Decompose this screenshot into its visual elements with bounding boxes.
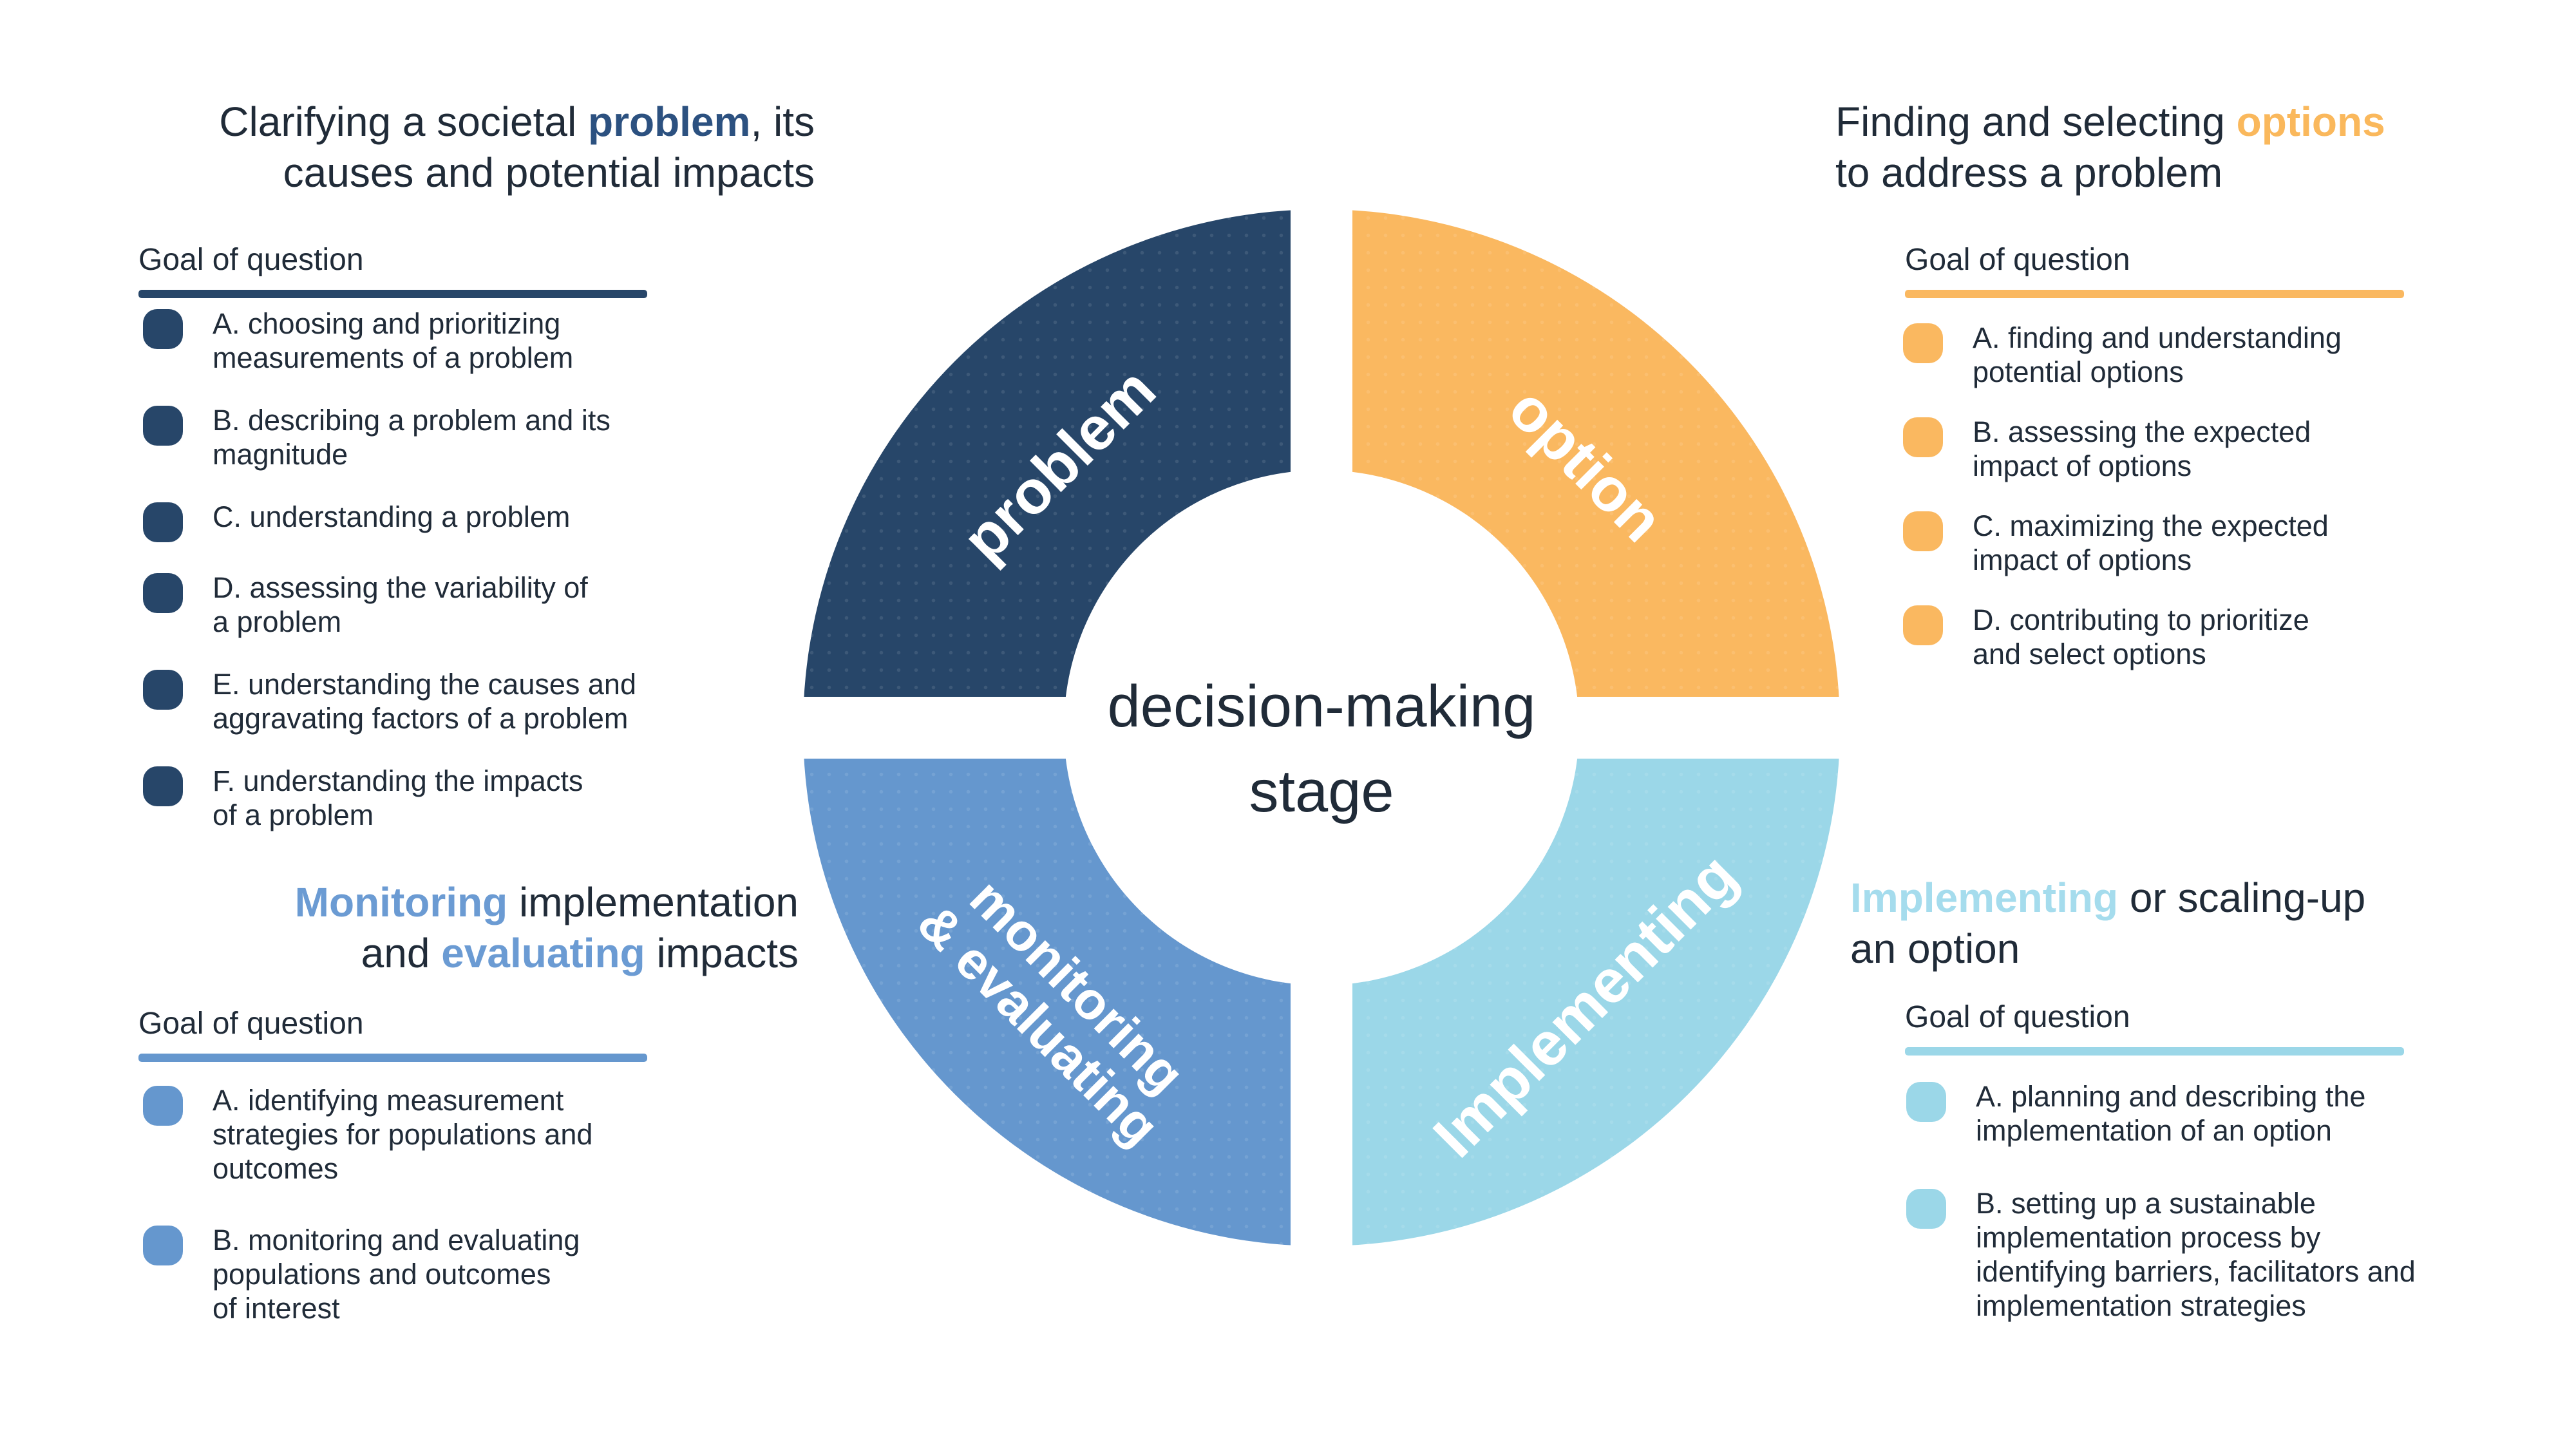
rounded-square-bullet-icon xyxy=(1906,1082,1946,1122)
goal-underline-implementing xyxy=(1905,1047,2404,1056)
heading-line: causes and potential impacts xyxy=(0,147,815,198)
list-item-text: A. choosing and prioritizing measurement… xyxy=(213,307,574,374)
list-item-text: B. assessing the expected impact of opti… xyxy=(1973,415,2311,482)
list-item: A. finding and understanding potential o… xyxy=(1903,321,2475,389)
rounded-square-bullet-icon xyxy=(143,309,183,349)
goal-underline-monitoring xyxy=(138,1054,647,1062)
goal-list-implementing: A. planning and describing the implement… xyxy=(1906,1079,2517,1323)
rounded-square-bullet-icon xyxy=(143,502,183,542)
list-item: A. choosing and prioritizing measurement… xyxy=(143,307,702,375)
heading-text: to address a problem xyxy=(1835,149,2223,196)
rounded-square-bullet-icon xyxy=(143,766,183,806)
list-item-text: D. assessing the variability of a proble… xyxy=(213,571,588,638)
list-item: A. identifying measurement strategies fo… xyxy=(143,1083,702,1186)
donut-center-label: decision-making stage xyxy=(1107,674,1536,824)
heading-text: impacts xyxy=(645,930,799,976)
rounded-square-bullet-icon xyxy=(1906,1189,1946,1229)
heading-line: an option xyxy=(1850,923,2576,974)
heading-line: and evaluating impacts xyxy=(0,928,799,979)
heading-accent-word: problem xyxy=(587,99,751,145)
rounded-square-bullet-icon xyxy=(1903,323,1943,363)
list-item-text: F. understanding the impacts of a proble… xyxy=(213,764,583,831)
heading-text: causes and potential impacts xyxy=(283,149,815,196)
list-item-text: B. describing a problem and its magnitud… xyxy=(213,404,611,471)
heading-line: Finding and selecting options xyxy=(1835,97,2576,147)
list-item-text: C. understanding a problem xyxy=(213,500,571,533)
heading-accent-word: options xyxy=(2236,99,2385,145)
goal-of-question-label-monitoring: Goal of question xyxy=(138,1007,364,1041)
list-item-text: A. finding and understanding potential o… xyxy=(1973,321,2342,388)
list-item-text: A. identifying measurement strategies fo… xyxy=(213,1084,593,1185)
heading-text: or scaling-up xyxy=(2118,875,2366,921)
list-item: A. planning and describing the implement… xyxy=(1906,1079,2517,1148)
rounded-square-bullet-icon xyxy=(143,573,183,613)
list-item-text: B. setting up a sustainable implementati… xyxy=(1976,1187,2416,1322)
heading-accent-word: Monitoring xyxy=(294,879,508,925)
list-item: E. understanding the causes and aggravat… xyxy=(143,667,702,735)
heading-text: an option xyxy=(1850,925,2020,972)
rounded-square-bullet-icon xyxy=(1903,605,1943,645)
list-item: B. assessing the expected impact of opti… xyxy=(1903,415,2475,483)
goal-of-question-label-problem: Goal of question xyxy=(138,243,364,277)
list-item: D. contributing to prioritize and select… xyxy=(1903,603,2475,671)
goal-list-option: A. finding and understanding potential o… xyxy=(1903,321,2475,671)
heading-accent-word: Implementing xyxy=(1850,875,2119,921)
heading-text: and xyxy=(361,930,442,976)
heading-line: to address a problem xyxy=(1835,147,2576,198)
list-item: C. understanding a problem xyxy=(143,500,702,542)
goal-of-question-label-option: Goal of question xyxy=(1905,243,2130,277)
heading-text: , its xyxy=(750,99,815,145)
rounded-square-bullet-icon xyxy=(1903,511,1943,551)
list-item: B. describing a problem and its magnitud… xyxy=(143,403,702,471)
list-item: B. monitoring and evaluating populations… xyxy=(143,1223,702,1325)
heading-text: Clarifying a societal xyxy=(219,99,588,145)
heading-accent-word: evaluating xyxy=(441,930,645,976)
heading-line: Clarifying a societal problem, its xyxy=(0,97,815,147)
heading-text: implementation xyxy=(507,879,799,925)
goal-list-monitoring: A. identifying measurement strategies fo… xyxy=(143,1083,702,1325)
list-item-text: D. contributing to prioritize and select… xyxy=(1973,603,2309,670)
goal-underline-option xyxy=(1905,290,2404,298)
rounded-square-bullet-icon xyxy=(143,1086,183,1126)
rounded-square-bullet-icon xyxy=(143,1226,183,1265)
donut-hole xyxy=(1064,470,1579,985)
list-item: C. maximizing the expected impact of opt… xyxy=(1903,509,2475,577)
goal-list-problem: A. choosing and prioritizing measurement… xyxy=(143,307,702,832)
list-item: F. understanding the impacts of a proble… xyxy=(143,764,702,832)
rounded-square-bullet-icon xyxy=(1903,417,1943,457)
list-item: B. setting up a sustainable implementati… xyxy=(1906,1186,2517,1323)
rounded-square-bullet-icon xyxy=(143,670,183,710)
list-item-text: C. maximizing the expected impact of opt… xyxy=(1973,509,2329,576)
goal-underline-problem xyxy=(138,290,647,298)
goal-of-question-label-implementing: Goal of question xyxy=(1905,1000,2130,1034)
list-item-text: E. understanding the causes and aggravat… xyxy=(213,668,636,735)
heading-line: Monitoring implementation xyxy=(0,877,799,928)
list-item-text: B. monitoring and evaluating populations… xyxy=(213,1224,580,1325)
rounded-square-bullet-icon xyxy=(143,406,183,446)
heading-text: Finding and selecting xyxy=(1835,99,2237,145)
heading-line: Implementing or scaling-up xyxy=(1850,873,2576,923)
list-item: D. assessing the variability of a proble… xyxy=(143,571,702,639)
list-item-text: A. planning and describing the implement… xyxy=(1976,1080,2366,1147)
